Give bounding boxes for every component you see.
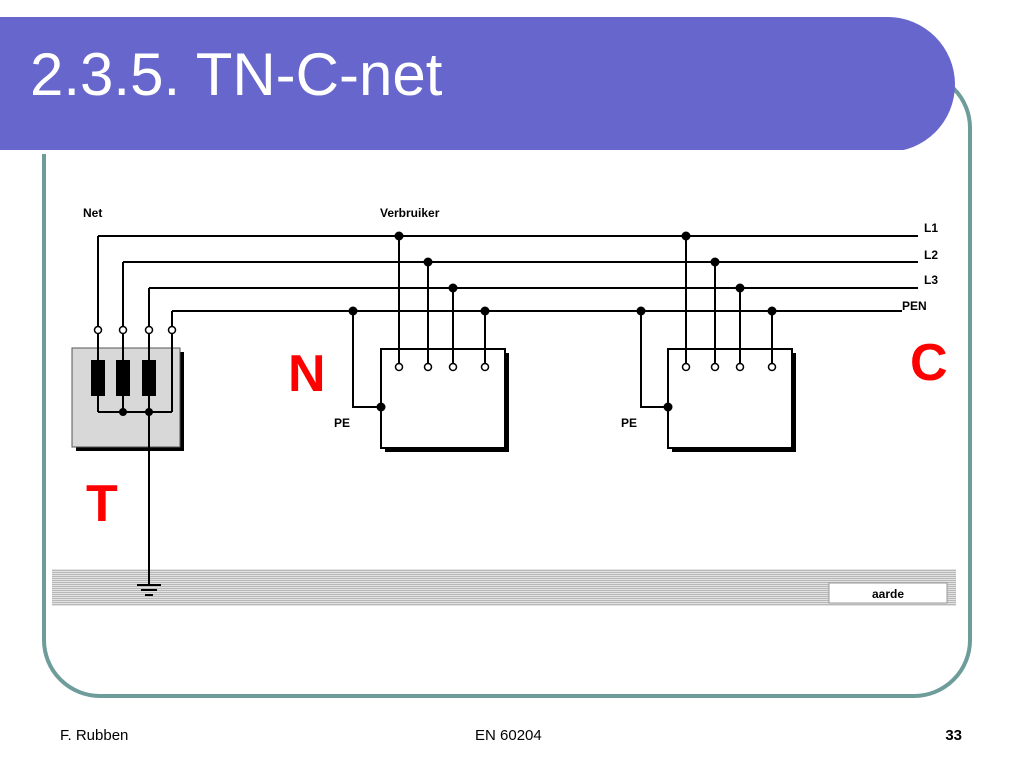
footer-author: F. Rubben — [60, 727, 129, 744]
slide-title: 2.3.5. TN-C-net — [30, 41, 443, 108]
label-l1: L1 — [924, 221, 938, 235]
consumer-2 — [636, 231, 796, 452]
conductors — [98, 235, 918, 312]
winding-2 — [116, 360, 130, 396]
earth-band: aarde — [52, 569, 956, 606]
label-net: Net — [83, 206, 102, 220]
winding-3 — [142, 360, 156, 396]
title-banner — [0, 17, 955, 154]
label-pe-right: PE — [621, 416, 637, 430]
ground-icon — [137, 584, 161, 596]
label-pe-left: PE — [334, 416, 350, 430]
winding-1 — [91, 360, 105, 396]
earth-label-box — [828, 582, 948, 604]
footer-standard: EN 60204 — [475, 727, 542, 744]
letter-n: N — [288, 345, 326, 403]
label-pen: PEN — [902, 299, 927, 313]
consumer-1 — [348, 231, 509, 452]
letter-c: C — [910, 334, 948, 392]
page-number: 33 — [945, 727, 962, 744]
earth-label: aarde — [872, 587, 904, 601]
letter-t: T — [86, 475, 118, 533]
label-consumer: Verbruiker — [380, 206, 440, 220]
transformer — [71, 236, 184, 585]
label-l3: L3 — [924, 273, 938, 287]
label-l2: L2 — [924, 248, 938, 262]
title-underline — [0, 150, 905, 154]
